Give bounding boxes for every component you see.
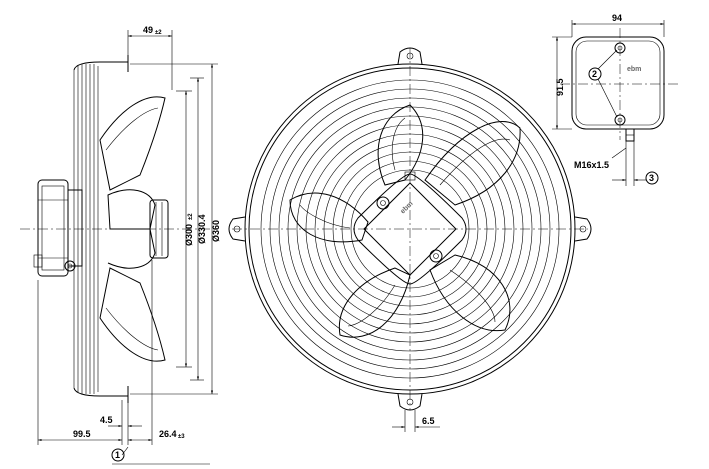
dim-top-offset-tol: ±2: [155, 30, 162, 36]
mounting-tabs: [228, 47, 592, 411]
dim-bottom-right-tol: ±3: [178, 434, 185, 440]
callout-1-label: 1: [115, 450, 120, 460]
box-width-value: 94: [612, 13, 622, 23]
dim-top-offset: 49 ±2: [127, 25, 173, 90]
brand-label-box: ebm: [627, 66, 641, 73]
dim-bottom-small: 4.5: [100, 415, 113, 425]
terminal-box-detail: ebm 94 91.5 2 M16x1.5 3: [552, 13, 680, 186]
dim-d-mid: Ø330.4: [197, 214, 207, 244]
fan-blades-side: [99, 96, 169, 362]
dim-bottom: 99.5 4.5 26.4 ±3: [37, 260, 185, 445]
dim-diameters: Ø300 ±2 Ø330.4 Ø360: [130, 63, 221, 395]
dim-d-inner-tol: ±2: [188, 213, 194, 220]
dim-d-outer: Ø360: [211, 220, 221, 242]
callout-2-label: 2: [592, 69, 597, 79]
callout-1: 1: [111, 446, 210, 465]
dim-bottom-left: 99.5: [73, 429, 91, 439]
front-view: ebm 6.5: [228, 47, 592, 432]
box-screw-top: [614, 42, 626, 54]
box-height-value: 91.5: [555, 78, 565, 96]
brand-label-front: ebm: [399, 200, 414, 215]
screw-top: [376, 196, 390, 210]
dim-front-bottom: 6.5: [392, 410, 440, 432]
dim-front-bottom-value: 6.5: [422, 416, 435, 426]
callout-3: [645, 171, 659, 185]
motor-housing: [33, 179, 83, 277]
screw-bottom: [429, 249, 443, 263]
fan-blades-front: [289, 104, 521, 338]
guard-rings: [278, 97, 542, 361]
box-screw-bottom: [614, 114, 626, 126]
callout-2: [588, 67, 602, 81]
thread-spec: M16x1.5: [574, 160, 609, 170]
callout-3-label: 3: [649, 173, 654, 183]
guard-fins: [73, 55, 129, 403]
dim-d-inner: Ø300: [184, 224, 194, 246]
guard-ring-outer: [244, 63, 576, 395]
dim-bottom-right: 26.4: [159, 429, 177, 439]
side-view: 49 ±2 Ø300 ±2 Ø330.4 Ø360 99.5: [20, 25, 221, 465]
dim-top-offset-value: 49: [143, 25, 153, 35]
